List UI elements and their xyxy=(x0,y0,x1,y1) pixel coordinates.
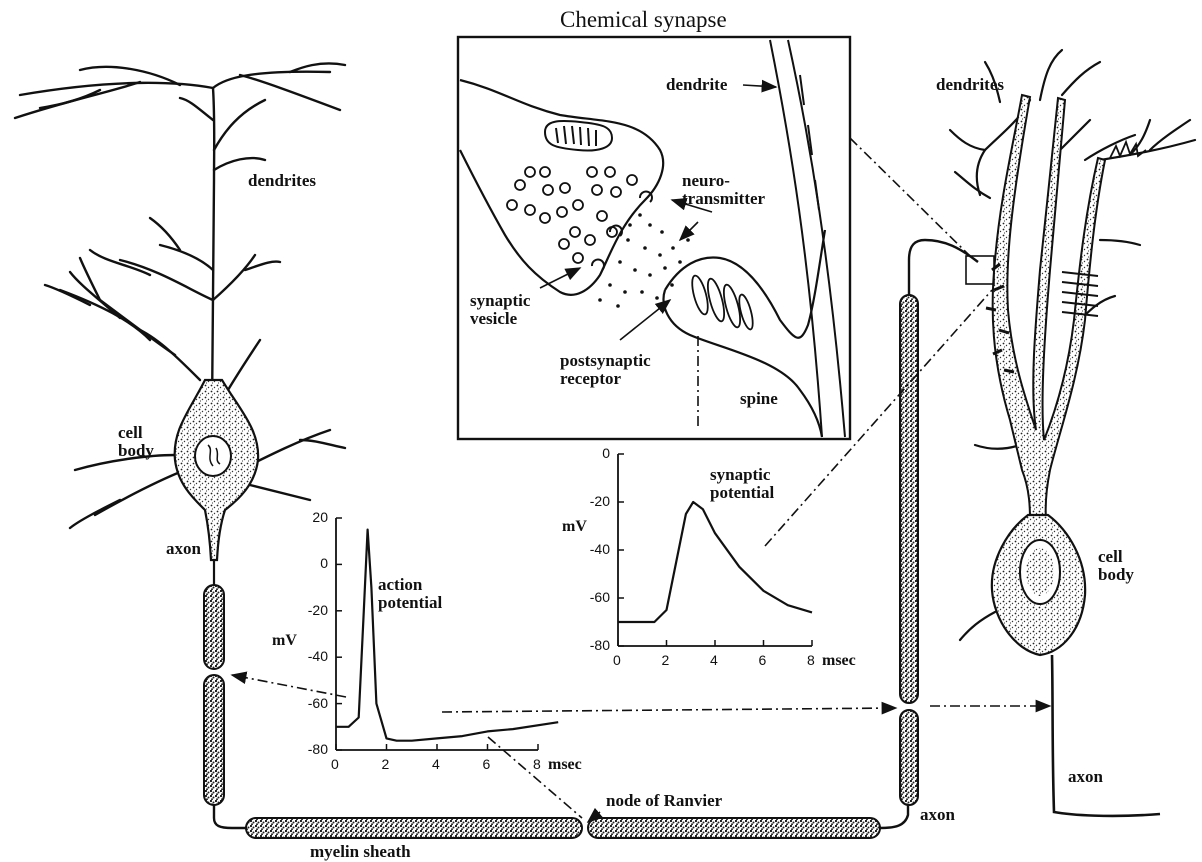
x-tick-label: 2 xyxy=(662,652,670,668)
myelin-segment xyxy=(204,675,224,805)
myelin-segment xyxy=(900,295,918,703)
y-tick-label: -40 xyxy=(590,541,610,557)
myelin-segment xyxy=(246,818,582,838)
y-tick-label: 0 xyxy=(320,555,328,571)
x-tick-label: 8 xyxy=(533,756,541,772)
label-axon-left: axon xyxy=(166,540,201,558)
y-tick-label: -80 xyxy=(308,741,328,757)
x-tick-label: 8 xyxy=(807,652,815,668)
x-tick-label: 6 xyxy=(483,756,491,772)
y-tick-label: 0 xyxy=(602,445,610,461)
label-axon-right: axon xyxy=(1068,768,1103,786)
label-node-of-ranvier: node of Ranvier xyxy=(606,792,722,810)
y-tick-label: 20 xyxy=(312,509,328,525)
label-neurotransmitter: neuro- transmitter xyxy=(682,172,765,208)
action-potential-chart xyxy=(336,518,558,750)
label-synaptic-vesicle: synaptic vesicle xyxy=(470,292,530,328)
series-annotation: action potential xyxy=(378,576,442,612)
x-tick-label: 4 xyxy=(710,652,718,668)
label-cell-body-left: cell body xyxy=(118,424,154,460)
left-apical-dendrite xyxy=(212,88,214,412)
x-tick-label: 0 xyxy=(613,652,621,668)
y-axis-label: mV xyxy=(272,632,297,650)
label-dendrites-right: dendrites xyxy=(936,76,1004,94)
label-myelin-sheath: myelin sheath xyxy=(310,843,411,861)
series-annotation: synaptic potential xyxy=(710,466,774,502)
myelin-segment xyxy=(900,710,918,805)
label-spine: spine xyxy=(740,390,778,408)
x-tick-label: 4 xyxy=(432,756,440,772)
label-cell-body-right: cell body xyxy=(1098,548,1134,584)
x-tick-label: 0 xyxy=(331,756,339,772)
y-tick-label: -60 xyxy=(308,695,328,711)
y-tick-label: -20 xyxy=(590,493,610,509)
label-dendrites-left: dendrites xyxy=(248,172,316,190)
inset-title: Chemical synapse xyxy=(560,8,727,32)
myelin-segment xyxy=(204,585,224,669)
x-tick-label: 6 xyxy=(759,652,767,668)
x-axis-unit: msec xyxy=(548,756,582,774)
synapse-inset xyxy=(458,37,850,439)
y-tick-label: -40 xyxy=(308,648,328,664)
label-inset-dendrite: dendrite xyxy=(666,76,727,94)
y-tick-label: -60 xyxy=(590,589,610,605)
label-postsynaptic-receptor: postsynaptic receptor xyxy=(560,352,651,388)
y-axis-label: mV xyxy=(562,518,587,536)
y-tick-label: -20 xyxy=(308,602,328,618)
series-line xyxy=(618,502,812,622)
x-tick-label: 2 xyxy=(382,756,390,772)
left-nucleus xyxy=(195,436,231,476)
series-line xyxy=(336,530,558,741)
y-tick-label: -80 xyxy=(590,637,610,653)
label-axon-mid: axon xyxy=(920,806,955,824)
myelin-segment xyxy=(588,818,880,838)
synapse-box xyxy=(966,256,994,284)
x-axis-unit: msec xyxy=(822,652,856,670)
